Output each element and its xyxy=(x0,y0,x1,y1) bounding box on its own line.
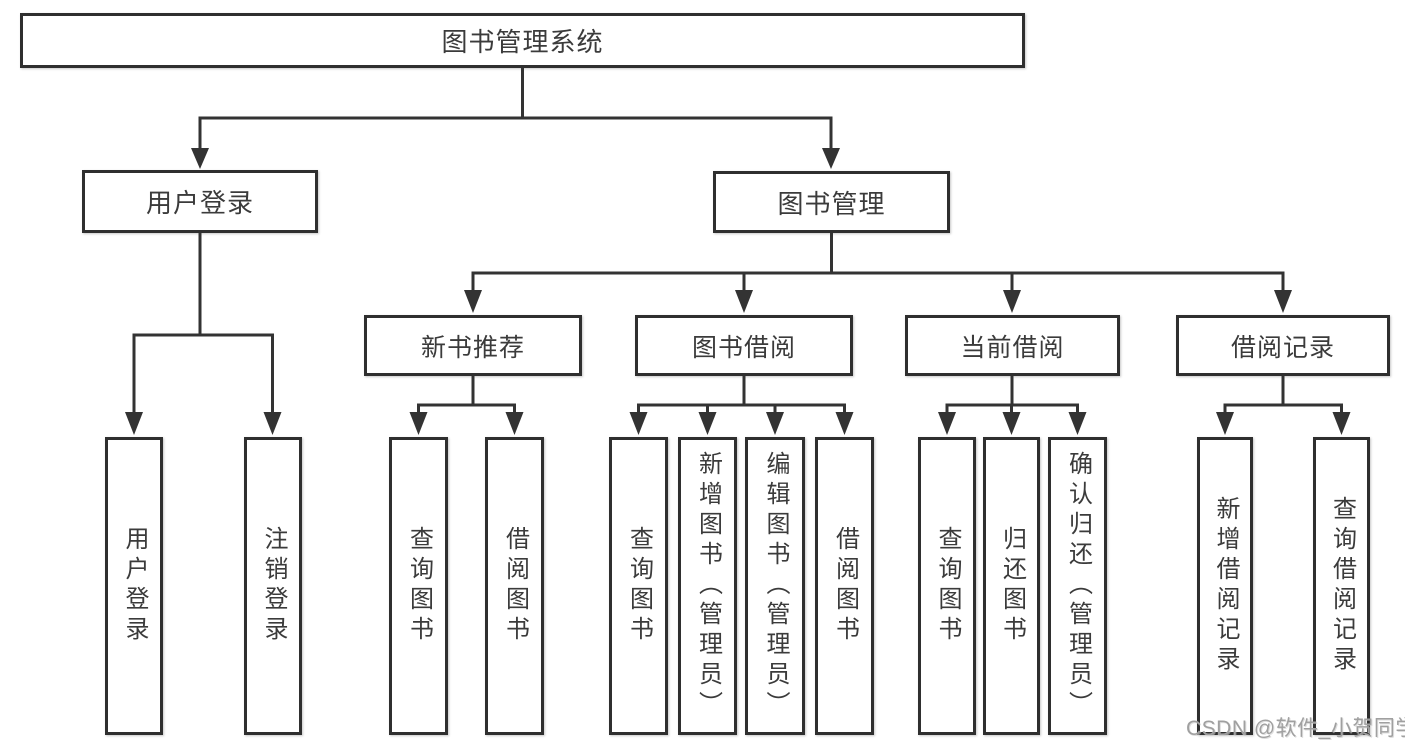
node-label: 查询图书 xyxy=(405,526,433,646)
node-label: 新增图书（管理员） xyxy=(694,451,722,721)
node-label: 借阅图书 xyxy=(831,526,859,646)
node-leaf-confirm-return-admin: 确认归还（管理员） xyxy=(1048,437,1107,735)
node-leaf-query-books-recommend: 查询图书 xyxy=(389,437,448,735)
node-current-borrowing: 当前借阅 xyxy=(905,315,1120,376)
node-leaf-user-login: 用户登录 xyxy=(105,437,163,735)
node-label: 查询图书 xyxy=(625,526,653,646)
node-book-borrowing: 图书借阅 xyxy=(635,315,853,376)
node-leaf-add-book-admin: 新增图书（管理员） xyxy=(678,437,737,735)
node-label: 编辑图书（管理员） xyxy=(762,451,789,721)
node-leaf-edit-book-admin: 编辑图书（管理员） xyxy=(745,437,805,735)
node-leaf-query-books-current: 查询图书 xyxy=(918,437,976,735)
node-label: 新增借阅记录 xyxy=(1212,496,1239,676)
node-book-management: 图书管理 xyxy=(713,171,950,233)
node-leaf-return-books: 归还图书 xyxy=(983,437,1040,735)
node-label: 查询图书 xyxy=(934,526,961,646)
node-leaf-logout: 注销登录 xyxy=(244,437,302,735)
node-leaf-add-borrow-record: 新增借阅记录 xyxy=(1197,437,1253,735)
node-new-book-recommendation: 新书推荐 xyxy=(364,315,582,376)
node-label: 用户登录 xyxy=(121,526,148,646)
node-label: 注销登录 xyxy=(260,526,287,646)
node-leaf-query-books-borrow: 查询图书 xyxy=(609,437,668,735)
node-leaf-query-borrow-record: 查询借阅记录 xyxy=(1313,437,1370,735)
node-label: 确认归还（管理员） xyxy=(1064,451,1092,721)
watermark-text: CSDN @软件_小贺同学 xyxy=(1186,717,1405,740)
node-label: 归还图书 xyxy=(998,526,1026,646)
node-library-management-system: 图书管理系统 xyxy=(20,13,1025,68)
node-label: 查询借阅记录 xyxy=(1328,496,1356,676)
node-user-login: 用户登录 xyxy=(82,170,318,233)
node-borrowing-records: 借阅记录 xyxy=(1176,315,1390,376)
node-leaf-borrow-books-recommend: 借阅图书 xyxy=(485,437,544,735)
node-label: 借阅图书 xyxy=(501,526,529,646)
node-leaf-borrow-books: 借阅图书 xyxy=(815,437,874,735)
